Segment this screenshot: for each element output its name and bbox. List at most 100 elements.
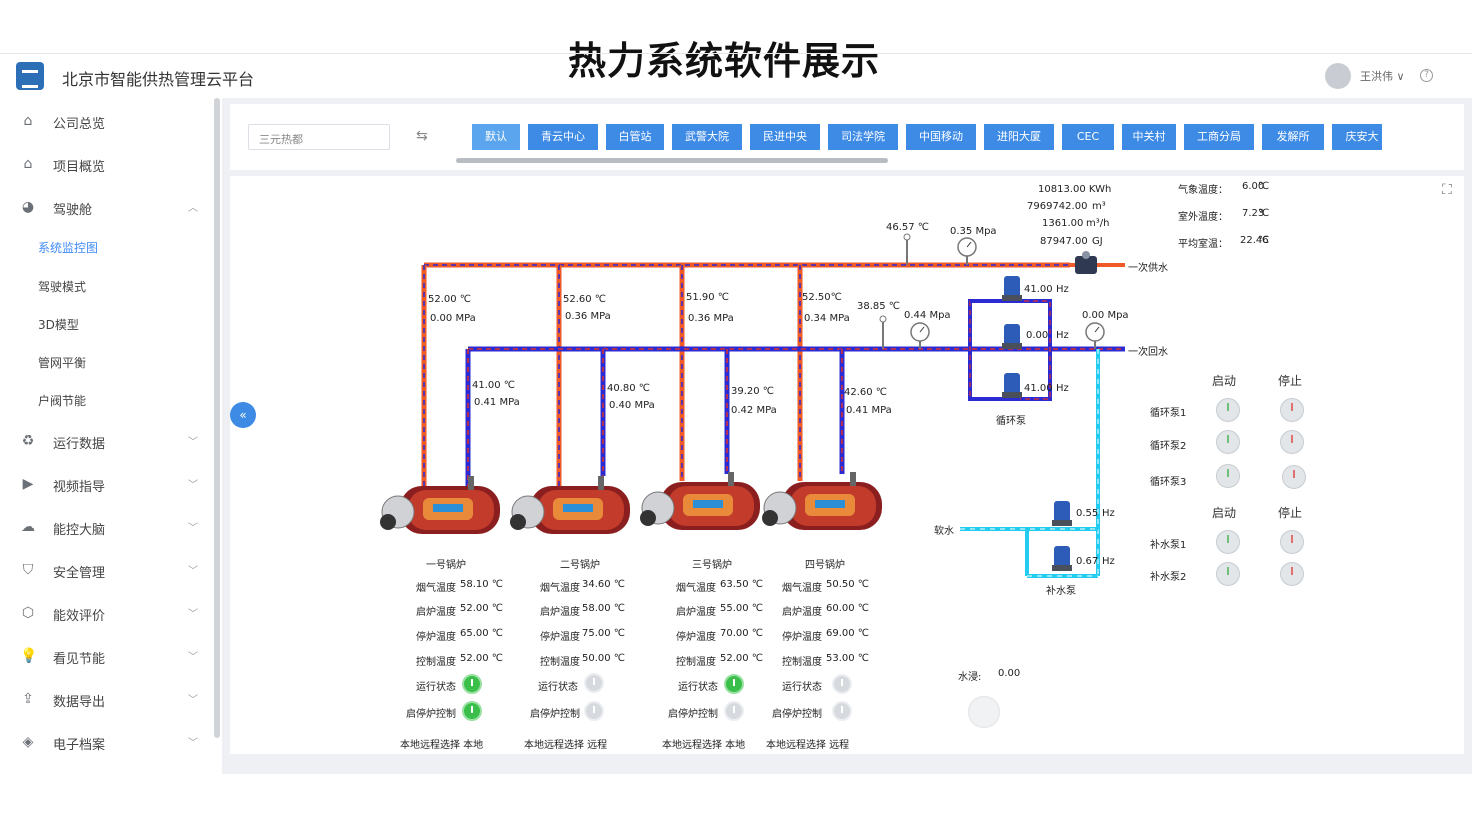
collapse-button[interactable]: « [230,402,256,428]
sidebar-subitem-drive-mode[interactable]: 驾驶模式 [38,280,87,294]
return-label: 一次回水 [1128,347,1168,358]
boiler-2-stop-temp: 75.00 ℃ [582,628,626,639]
boiler-4-ctl-label: 启停炉控制 [772,709,822,720]
circ-pump-2-start-button[interactable] [1216,430,1240,454]
boiler-4-stop-temp: 69.00 ℃ [826,628,870,639]
boiler-2-control-toggle[interactable] [584,701,604,721]
boiler-1-mode[interactable]: 本地远程选择 本地 [400,740,484,751]
boiler-4-control-toggle[interactable] [832,701,852,721]
tab-station[interactable]: 工商分局 [1184,124,1254,150]
sidebar-subitem-system-monitor[interactable]: 系统监控图 [38,241,99,255]
avatar[interactable] [1325,63,1351,89]
boiler-1-control-toggle[interactable] [462,701,482,721]
boiler-4-mode[interactable]: 本地远程选择 远程 [766,740,850,751]
sidebar-scrollbar[interactable] [214,98,220,738]
boiler-3-stop-label: 停炉温度 [676,632,716,643]
station-select[interactable]: 三元热都 [248,124,390,150]
makeup-pump-2-start-button[interactable] [1216,562,1240,586]
fullscreen-icon[interactable]: ⛶ [1442,182,1452,198]
weather-temp-value: 6.00 [1242,181,1265,192]
tab-station[interactable]: 发解所 [1262,124,1324,150]
tab-station[interactable]: 民进中央 [750,124,820,150]
circ-pump-1-start-button[interactable] [1216,398,1240,422]
tab-station[interactable]: 庆安大 [1332,124,1382,150]
energy-reading: 10813.00 KWh [1038,184,1112,195]
makeup-pump-1-stop-button[interactable] [1280,530,1304,554]
sidebar-subitem-3d-model[interactable]: 3D模型 [38,318,79,332]
sidebar-item-saving[interactable]: 💡 看见节能 ﹀ [0,639,210,673]
system-monitor-canvas: ⛶ « [230,176,1464,754]
help-icon[interactable]: ? [1420,69,1433,82]
sidebar-item-safety[interactable]: ⛉ 安全管理 ﹀ [0,553,210,587]
layers-icon: ◈ [22,734,34,750]
sidebar-item-energy-brain[interactable]: ☁ 能控大脑 ﹀ [0,510,210,544]
boiler-1-stop-label: 停炉温度 [416,632,456,643]
swap-icon[interactable]: ⇆ [416,128,428,144]
boiler-4-start-label: 启炉温度 [782,607,822,618]
sidebar-subitem-valve-saving[interactable]: 户阀节能 [38,394,87,408]
makeup-pump-2-unit: Hz [1102,556,1115,567]
circ-pump-3-stop-button[interactable] [1282,465,1306,489]
outlet-4-temp: 52.50℃ [802,292,842,303]
avg-room-temp-unit: ℃ [1258,235,1270,246]
outlet-3-pressure: 0.36 MPa [688,313,734,324]
sidebar-item-project-overview[interactable]: ⌂ 项目概览 [0,147,210,181]
boiler-2-start-label: 启炉温度 [540,607,580,618]
tab-station[interactable]: 中关村 [1122,124,1176,150]
sidebar-item-export[interactable]: ⇪ 数据导出 ﹀ [0,682,210,716]
makeup-pump-1-start-button[interactable] [1216,530,1240,554]
boiler-3-control-toggle[interactable] [724,701,744,721]
outlet-3-temp: 51.90 ℃ [686,292,730,303]
sidebar-item-archive[interactable]: ◈ 电子档案 ﹀ [0,725,210,759]
slide-title: 热力系统软件展示 [567,39,880,83]
circ-pump-3-freq: 41.00 [1024,383,1053,394]
tab-station[interactable]: 青云中心 [528,124,598,150]
flow-unit: m³/h [1086,218,1110,229]
water-leak-button[interactable] [968,696,1000,728]
boiler-3-mode[interactable]: 本地远程选择 本地 [662,740,746,751]
makeup-pump-2-stop-button[interactable] [1280,562,1304,586]
boiler-3-run-status [724,674,744,694]
boiler-2-stop-label: 停炉温度 [540,632,580,643]
boiler-2-ctrl-label: 控制温度 [540,657,580,668]
volume-unit: m³ [1092,201,1106,212]
tab-station[interactable]: 武警大院 [672,124,742,150]
circ-pump-label: 循环泵 [996,416,1026,427]
tab-station[interactable]: 进阳大厦 [984,124,1054,150]
tab-station[interactable]: 白管站 [606,124,664,150]
boiler-2-ctrl-temp: 50.00 ℃ [582,653,626,664]
circ-pump-2-stop-button[interactable] [1280,430,1304,454]
sidebar-item-company-overview[interactable]: ⌂ 公司总览 [0,104,210,138]
sidebar-item-efficiency[interactable]: ⬡ 能效评价 ﹀ [0,596,210,630]
tab-station[interactable]: 司法学院 [828,124,898,150]
boiler-1-flue-label: 烟气温度 [416,583,456,594]
tabs-scrollbar[interactable] [456,158,888,163]
sidebar-item-cockpit[interactable]: ◕ 驾驶舱 ︿ [0,190,210,224]
chevron-down-icon: ﹀ [188,566,198,577]
user-menu[interactable]: 王洪伟 ∨ [1360,70,1405,83]
sidebar-item-video-guide[interactable]: ▶ 视频指导 ﹀ [0,467,210,501]
tab-default[interactable]: 默认 [472,124,520,150]
flow-meter-icon [1075,251,1097,274]
tab-station[interactable]: 中国移动 [906,124,976,150]
circ-pump-2-label: 循环泵2 [1150,441,1187,452]
boiler-2-run-label: 运行状态 [538,682,578,693]
boiler-1-flue: 58.10 ℃ [460,579,504,590]
boiler-1-name: 一号锅炉 [426,560,466,571]
boiler-1-image [380,476,500,534]
circ-pump-1-stop-button[interactable] [1280,398,1304,422]
boiler-2-flue: 34.60 ℃ [582,579,626,590]
circ-pump-3-start-button[interactable] [1216,464,1240,488]
boiler-2-start-temp: 58.00 ℃ [582,603,626,614]
boiler-2-mode[interactable]: 本地远程选择 远程 [524,740,608,751]
sidebar-item-label: 能效评价 [53,609,106,624]
sidebar-subitem-network-balance[interactable]: 管网平衡 [38,356,87,370]
sidebar-item-operation-data[interactable]: ♻ 运行数据 ﹀ [0,424,210,458]
boiler-2-run-status [584,673,604,693]
outlet-2-temp: 52.60 ℃ [563,294,607,305]
sidebar-item-label: 电子档案 [53,738,106,753]
boiler-3-start-label: 启炉温度 [676,607,716,618]
boiler-1-run-label: 运行状态 [416,682,456,693]
inlet-1-temp: 41.00 ℃ [472,380,516,391]
tab-station[interactable]: CEC [1062,124,1114,150]
